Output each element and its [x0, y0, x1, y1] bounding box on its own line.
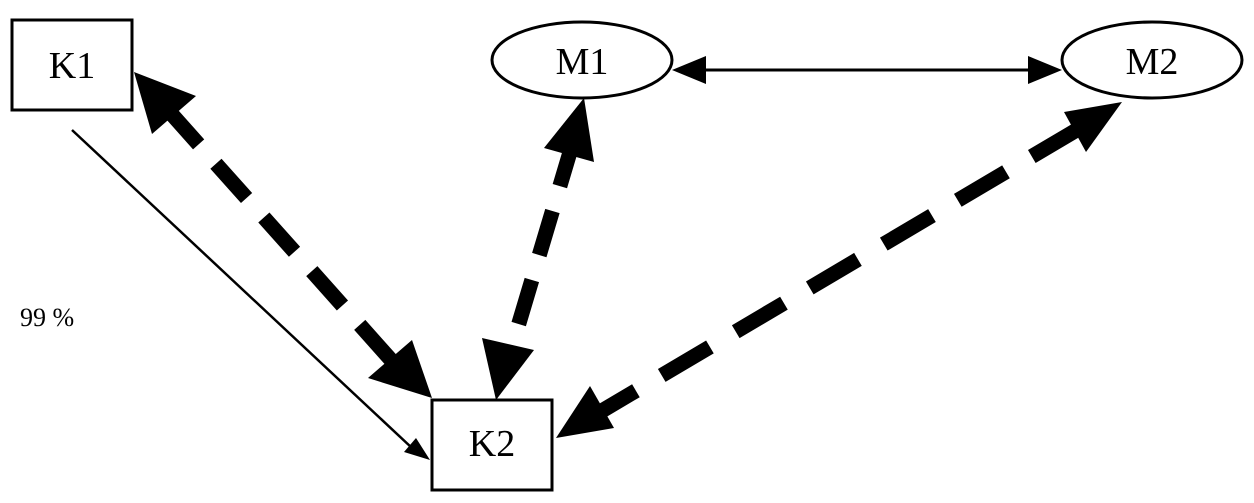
arrowhead-icon — [556, 386, 614, 438]
node-m1[interactable]: M1 — [490, 20, 674, 100]
node-k1[interactable]: K1 — [10, 18, 134, 112]
edge-k1-k2-dashed — [134, 72, 432, 398]
edge-m2-k2-dashed — [556, 102, 1122, 438]
arrowhead-icon — [1064, 102, 1122, 152]
arrowhead-icon — [134, 72, 196, 134]
node-m2[interactable]: M2 — [1060, 20, 1244, 100]
arrowhead-icon — [544, 98, 594, 162]
arrowhead-icon — [482, 338, 534, 400]
edge-m1-k2-dashed — [482, 98, 594, 400]
arrowhead-icon — [672, 56, 706, 84]
node-m1-label: M1 — [556, 41, 609, 83]
node-m2-label: M2 — [1126, 41, 1179, 83]
edge-m1-m2-solid — [672, 56, 1062, 84]
node-k1-label: K1 — [49, 45, 95, 87]
percentage-annotation: 99 % — [20, 303, 74, 332]
edge-k1-to-k2-solid — [71, 129, 430, 460]
node-k2[interactable]: K2 — [430, 398, 554, 492]
node-k2-label: K2 — [469, 423, 515, 465]
arrowhead-icon — [404, 438, 430, 460]
arrowhead-icon — [368, 340, 432, 398]
arrowhead-icon — [1028, 56, 1062, 84]
